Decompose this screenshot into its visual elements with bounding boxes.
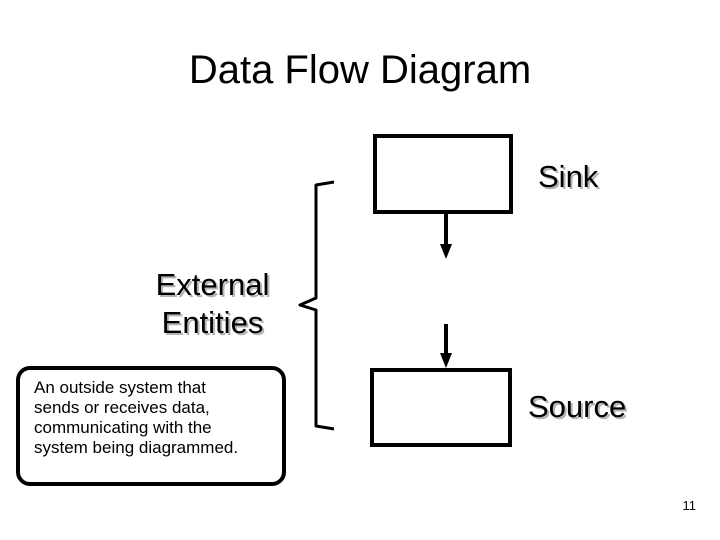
sink-box [373, 134, 513, 214]
bracket [298, 180, 335, 431]
external-entities-line-2: Entities [161, 305, 264, 340]
source-label: Source [528, 389, 627, 424]
external-entities-line-1: External [155, 267, 270, 302]
slide-title: Data Flow Diagram [188, 48, 532, 92]
definition-line: sends or receives data, [34, 398, 210, 417]
source-arrow-head [440, 353, 452, 368]
definition-line: system being diagrammed. [34, 438, 239, 457]
definition-line: communicating with the [34, 418, 212, 437]
sink-label: Sink [538, 159, 599, 194]
source-box [370, 368, 512, 447]
external-entities-label: External Entities [110, 266, 315, 342]
sink-arrow-head [440, 244, 452, 259]
definition-callout: An outside system that sends or receives… [16, 366, 286, 486]
definition-line: An outside system that [34, 378, 206, 397]
page-number: 11 [682, 498, 697, 513]
